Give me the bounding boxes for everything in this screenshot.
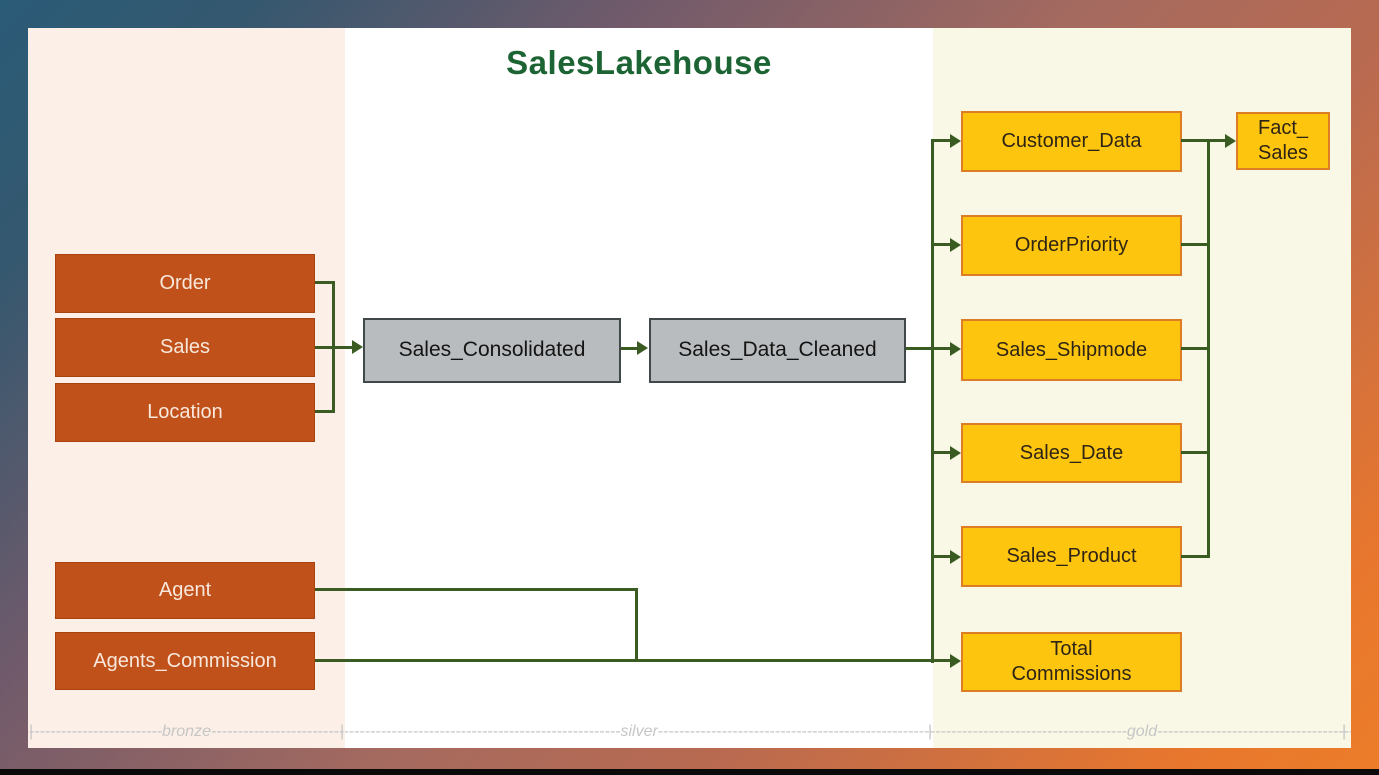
node-order-priority-label: OrderPriority — [1014, 234, 1129, 256]
edge-bus-to-sales-product-arrowhead — [950, 550, 961, 564]
node-location-label: Location — [147, 401, 223, 423]
silver-zone-label: ----------------------------------------… — [345, 723, 933, 740]
edge-bus-to-sales-product-line — [933, 555, 950, 558]
edge-consolidated-to-cleaned-arrowhead — [637, 341, 648, 355]
edge-bus-to-sales-date-line — [933, 451, 950, 454]
edge-bus-to-order-priority-line — [933, 243, 950, 246]
node-total-commissions-line2: Commissions — [1011, 663, 1132, 685]
node-sales-consolidated-label: Sales_Consolidated — [398, 338, 586, 362]
edge-sales-line — [315, 346, 352, 349]
gold-input-bus — [931, 139, 934, 663]
edge-bus-to-customer-data-arrowhead — [950, 134, 961, 148]
edge-bus-to-sales-date-arrowhead — [950, 446, 961, 460]
ruler-pipe-silver-gold: | — [928, 723, 933, 740]
edge-bus-to-order-priority-arrowhead — [950, 238, 961, 252]
edge-location-stub — [315, 410, 335, 413]
edge-to-fact-sales-arrowhead — [1225, 134, 1236, 148]
node-agent: Agent — [55, 562, 315, 619]
node-agent-label: Agent — [158, 579, 212, 601]
node-sales-data-cleaned: Sales_Data_Cleaned — [649, 318, 906, 383]
edge-bus-to-sales-shipmode-line — [933, 347, 950, 350]
node-sales-label: Sales — [159, 336, 211, 358]
node-sales-date: Sales_Date — [961, 423, 1182, 483]
node-fact-sales-line1: Fact_ — [1257, 117, 1309, 139]
node-agents-commission-label: Agents_Commission — [93, 649, 277, 672]
node-sales-consolidated: Sales_Consolidated — [363, 318, 621, 383]
ruler-pipe-bronze-silver: | — [340, 723, 345, 740]
node-agents-commission: Agents_Commission — [55, 632, 315, 690]
edge-consolidated-to-cleaned-line — [621, 347, 637, 350]
node-customer-data: Customer_Data — [961, 111, 1182, 172]
node-order-label: Order — [159, 272, 211, 294]
edge-sales-product-out-stub — [1181, 555, 1209, 558]
node-total-commissions: Total Commissions — [961, 632, 1182, 692]
node-sales-shipmode: Sales_Shipmode — [961, 319, 1182, 381]
bottom-frame-strip — [0, 769, 1379, 775]
node-fact-sales: Fact_ Sales — [1236, 112, 1330, 170]
edge-agents-commission-line — [315, 659, 950, 662]
edge-sales-arrowhead — [352, 340, 363, 354]
node-sales-data-cleaned-label: Sales_Data_Cleaned — [678, 338, 877, 362]
edge-cleaned-to-bus-line — [906, 347, 933, 350]
edge-order-priority-out-stub — [1181, 243, 1209, 246]
edge-bus-to-sales-shipmode-arrowhead — [950, 342, 961, 356]
node-sales: Sales — [55, 318, 315, 377]
node-sales-product-label: Sales_Product — [1006, 545, 1137, 567]
edge-agent-drop — [635, 588, 638, 662]
gold-zone-label: ----------------------------------------… — [933, 723, 1351, 740]
edge-to-total-commissions-arrowhead — [950, 654, 961, 668]
node-customer-data-label: Customer_Data — [1001, 130, 1142, 152]
node-sales-date-label: Sales_Date — [1019, 441, 1124, 464]
node-fact-sales-line2: Sales — [1257, 142, 1309, 164]
edge-customer-data-to-fact-line — [1181, 139, 1225, 142]
node-total-commissions-line1: Total — [1050, 638, 1093, 660]
node-order: Order — [55, 254, 315, 313]
edge-agent-line — [315, 588, 638, 591]
fact-sales-collector-bus — [1207, 139, 1210, 558]
diagram-title: SalesLakehouse — [506, 44, 772, 81]
edge-bus-to-customer-data-line — [933, 139, 950, 142]
node-sales-shipmode-label: Sales_Shipmode — [995, 338, 1148, 361]
bronze-zone-label: ------------------------------bronze----… — [28, 723, 345, 740]
node-order-priority: OrderPriority — [961, 215, 1182, 276]
node-sales-product: Sales_Product — [961, 526, 1182, 587]
edge-sales-shipmode-out-stub — [1181, 347, 1209, 350]
node-location: Location — [55, 383, 315, 442]
ruler-pipe-right: | — [1342, 723, 1347, 740]
ruler-pipe-left: | — [29, 723, 34, 740]
edge-sales-date-out-stub — [1181, 451, 1209, 454]
edge-order-stub — [315, 281, 335, 284]
silver-zone-panel — [345, 28, 933, 748]
